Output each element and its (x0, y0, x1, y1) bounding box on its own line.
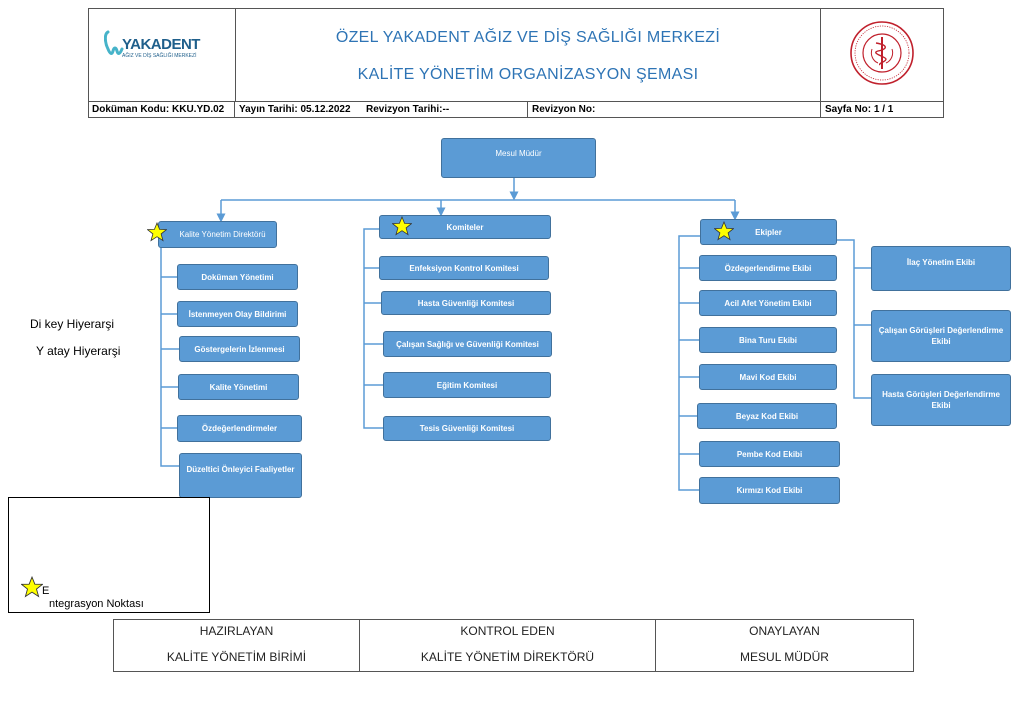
kalite-item-gostergeler: Göstergelerin İzlenmesi (179, 336, 300, 362)
ekip-item-pembe-kod: Pembe Kod Ekibi (699, 441, 840, 467)
komite-item-tesis-guvenligi: Tesis Güvenliği Komitesi (383, 416, 551, 441)
ekip-item-acil-afet: Acil Afet Yönetim Ekibi (699, 290, 837, 316)
footer-hazirlayan-title: HAZIRLAYAN (199, 624, 274, 638)
legend-integration-label: ntegrasyon Noktası (49, 598, 144, 610)
integration-star-icon (714, 221, 734, 241)
title-cell: ÖZEL YAKADENT AĞIZ VE DİŞ SAĞLIĞI MERKEZ… (236, 9, 821, 101)
ekip-item-mavi-kod: Mavi Kod Ekibi (699, 364, 837, 390)
logo-text: YAKADENT (122, 36, 200, 53)
label-yatay-hiyerarsi: Y atay Hiyerarşi (36, 344, 121, 358)
root-mesul-mudur: Mesul Müdür (441, 138, 596, 178)
footer-onaylayan-value: MESUL MÜDÜR (740, 650, 829, 664)
ekip-side-calisan-gorusleri: Çalışan Görüşleri Değerlendirme Ekibi (871, 310, 1011, 362)
branch-kalite-yonetim-direktoru: Kalite Yönetim Direktörü (158, 221, 277, 248)
ekip-item-ozdegerlendirme: Özdegerlendirme Ekibi (699, 255, 837, 281)
komite-item-hasta-guvenligi: Hasta Güvenliği Komitesi (381, 291, 551, 315)
label-dikey-hiyerarsi: Di key Hiyerarşi (30, 317, 115, 331)
footer-kontrol-value: KALİTE YÖNETİM DİREKTÖRÜ (420, 650, 595, 664)
kalite-item-duzeltici-onleyici: Düzeltici Önleyici Faaliyetler (179, 453, 302, 498)
ekip-item-bina-turu: Bina Turu Ekibi (699, 327, 837, 353)
revision-no: Revizyon No: (529, 102, 821, 118)
document-title-line1: ÖZEL YAKADENT AĞIZ VE DİŞ SAĞLIĞI MERKEZ… (335, 29, 721, 46)
document-title-line2: KALİTE YÖNETİM ORGANİZASYON ŞEMASI (357, 66, 699, 83)
komite-item-enfeksiyon: Enfeksiyon Kontrol Komitesi (379, 256, 549, 280)
kalite-item-ozdegerlendirmeler: Özdeğerlendirmeler (177, 415, 302, 442)
revision-date: Revizyon Tarihi:-- (363, 102, 528, 118)
komite-item-calisan-sagligi: Çalışan Sağlığı ve Güvenliği Komitesi (383, 331, 552, 357)
footer-hazirlayan-value: KALİTE YÖNETİM BİRİMİ (166, 650, 307, 664)
legend-box: E ntegrasyon Noktası (8, 497, 210, 613)
logo-cell: YAKADENT AĞIZ VE DİŞ SAĞLIĞI MERKEZİ (89, 9, 236, 101)
ekip-side-hasta-gorusleri: Hasta Görüşleri Değerlendirme Ekibi (871, 374, 1011, 426)
ministry-seal-icon (850, 21, 914, 85)
footer-onaylayan-title: ONAYLAYAN (749, 624, 820, 638)
kalite-item-istenmeyen-olay: İstenmeyen Olay Bildirimi (177, 301, 298, 327)
seal-cell (821, 9, 943, 101)
footer-kontrol-title: KONTROL EDEN (460, 624, 555, 638)
komite-item-egitim: Eğitim Komitesi (383, 372, 551, 398)
ekip-item-beyaz-kod: Beyaz Kod Ekibi (697, 403, 837, 429)
legend-star-letter: E (42, 585, 50, 597)
logo-subtext: AĞIZ VE DİŞ SAĞLIĞI MERKEZİ (122, 53, 197, 59)
footer-hazirlayan: HAZIRLAYAN KALİTE YÖNETİM BİRİMİ (114, 620, 360, 671)
ekip-item-kirmizi-kod: Kırmızı Kod Ekibi (699, 477, 840, 504)
document-info-row: Doküman Kodu: KKU.YD.02 Yayın Tarihi: 05… (89, 101, 943, 118)
tooth-logo-icon (104, 30, 124, 55)
footer-onaylayan: ONAYLAYAN MESUL MÜDÜR (656, 620, 913, 671)
kalite-item-kalite-yonetimi: Kalite Yönetimi (178, 374, 299, 400)
footer-kontrol-eden: KONTROL EDEN KALİTE YÖNETİM DİREKTÖRÜ (360, 620, 656, 671)
approval-footer: HAZIRLAYAN KALİTE YÖNETİM BİRİMİ KONTROL… (113, 619, 914, 672)
ekip-side-ilac-yonetim: İlaç Yönetim Ekibi (871, 246, 1011, 291)
kalite-item-dokuman-yonetimi: Doküman Yönetimi (177, 264, 298, 290)
doc-code: Doküman Kodu: KKU.YD.02 (89, 102, 235, 118)
integration-star-icon (147, 222, 167, 242)
integration-star-icon (21, 576, 43, 598)
publish-date: Yayın Tarihi: 05.12.2022 (239, 104, 351, 115)
page-number: Sayfa No: 1 / 1 (825, 104, 894, 115)
document-header: YAKADENT AĞIZ VE DİŞ SAĞLIĞI MERKEZİ ÖZE… (88, 8, 944, 118)
integration-star-icon (392, 216, 412, 236)
